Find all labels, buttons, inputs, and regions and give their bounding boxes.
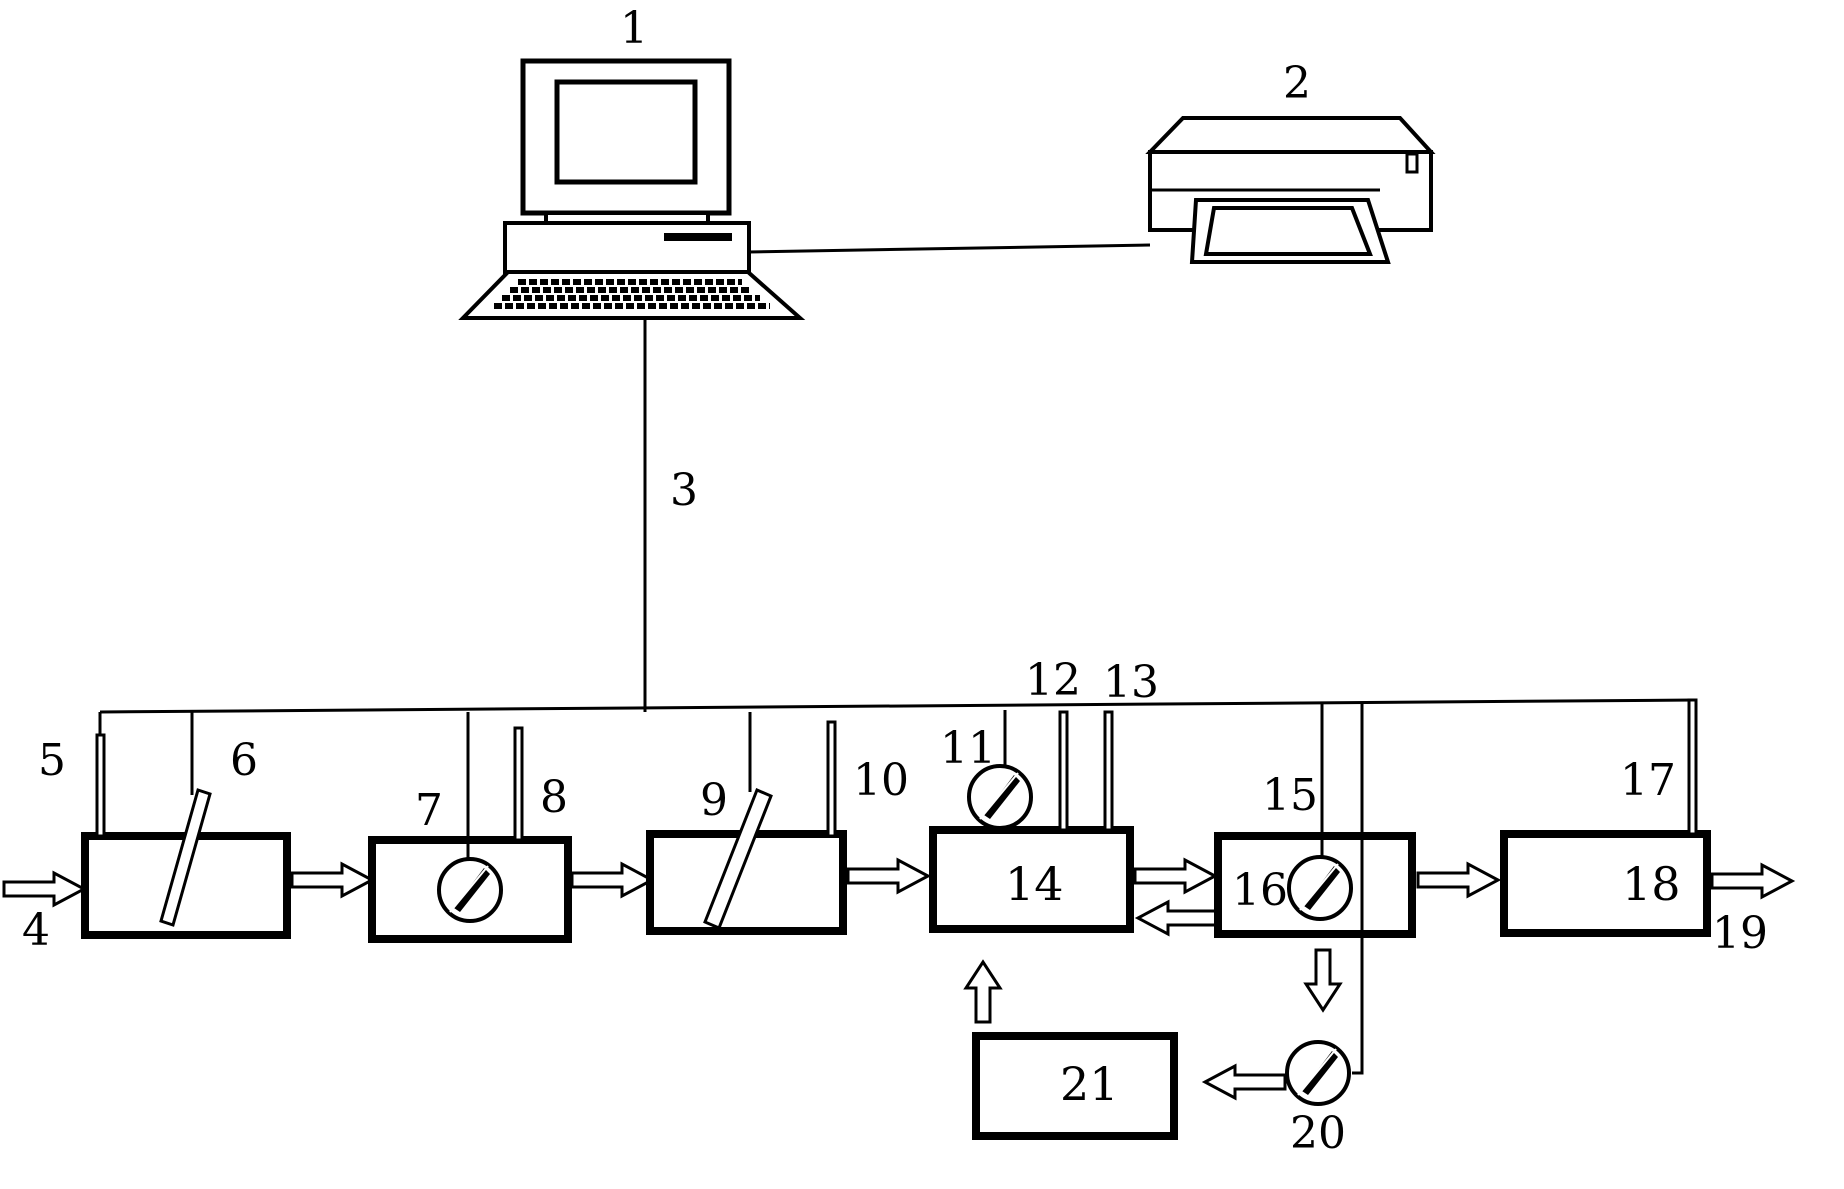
label-computer: 1 bbox=[620, 3, 648, 54]
label-unit-21: 21 bbox=[1060, 1057, 1119, 1111]
label-sensor-17: 17 bbox=[1620, 755, 1676, 806]
label-sensor-10: 10 bbox=[853, 755, 909, 806]
label-printer: 2 bbox=[1283, 58, 1311, 109]
probe-6 bbox=[159, 788, 212, 927]
keyboard-keys bbox=[494, 279, 770, 309]
sensor-5 bbox=[95, 733, 106, 838]
printer bbox=[1145, 116, 1436, 264]
valve-20 bbox=[1285, 1040, 1351, 1106]
unit-a-box bbox=[81, 832, 291, 939]
cpu-case bbox=[503, 221, 751, 277]
sensor-13 bbox=[1103, 710, 1114, 832]
label-unit-18: 18 bbox=[1622, 857, 1681, 911]
valve-11 bbox=[967, 764, 1033, 830]
probe-9 bbox=[703, 788, 773, 930]
printer-top bbox=[1145, 116, 1436, 154]
arrow-20-to-21 bbox=[1203, 1064, 1287, 1100]
sensor-12 bbox=[1058, 710, 1069, 832]
label-sensor-13: 13 bbox=[1103, 657, 1159, 708]
inlet-arrow bbox=[2, 871, 86, 907]
arrow-c-to-14 bbox=[846, 858, 930, 894]
unit-21-box bbox=[972, 1032, 1178, 1140]
label-valve-16: 16 bbox=[1232, 865, 1288, 916]
label-sensor-5: 5 bbox=[38, 735, 66, 786]
label-sensor-8: 8 bbox=[540, 772, 568, 823]
arrow-b-to-c bbox=[570, 862, 654, 898]
arrow-14-to-16 bbox=[1133, 858, 1217, 894]
unit-18-box bbox=[1500, 830, 1711, 937]
arrow-a-to-b bbox=[290, 862, 374, 898]
sensor-8 bbox=[513, 726, 524, 842]
valve-20-wire bbox=[1352, 702, 1364, 1075]
label-probe-9: 9 bbox=[700, 775, 728, 826]
label-sensor-12: 12 bbox=[1025, 655, 1081, 706]
monitor-screen bbox=[554, 79, 698, 185]
arrow-16-to-14 bbox=[1136, 900, 1220, 936]
label-valve-20: 20 bbox=[1290, 1108, 1346, 1159]
printer-button bbox=[1405, 152, 1419, 174]
arrow-16-down bbox=[1304, 948, 1342, 1012]
printer-tray-inner bbox=[1203, 206, 1373, 256]
sensor-17 bbox=[1687, 698, 1698, 836]
label-outlet: 19 bbox=[1712, 908, 1768, 959]
arrow-21-to-14 bbox=[964, 960, 1002, 1024]
label-inlet: 4 bbox=[22, 905, 50, 956]
label-valve-7: 7 bbox=[415, 785, 443, 836]
label-probe-6: 6 bbox=[230, 735, 258, 786]
computer bbox=[458, 58, 806, 320]
unit-14-box bbox=[929, 826, 1134, 933]
outlet-arrow bbox=[1710, 863, 1794, 899]
valve-16 bbox=[1287, 855, 1353, 921]
arrow-16-to-18 bbox=[1416, 862, 1500, 898]
label-unit-14: 14 bbox=[1005, 857, 1064, 911]
valve-7 bbox=[437, 857, 503, 923]
bus-line-horizontal bbox=[99, 698, 1696, 714]
disk-drive bbox=[664, 233, 732, 241]
label-line-15: 15 bbox=[1262, 770, 1318, 821]
sensor-10 bbox=[826, 720, 837, 838]
printer-cable bbox=[748, 243, 1151, 254]
label-valve-11: 11 bbox=[940, 723, 996, 774]
label-bus-line: 3 bbox=[670, 465, 698, 516]
